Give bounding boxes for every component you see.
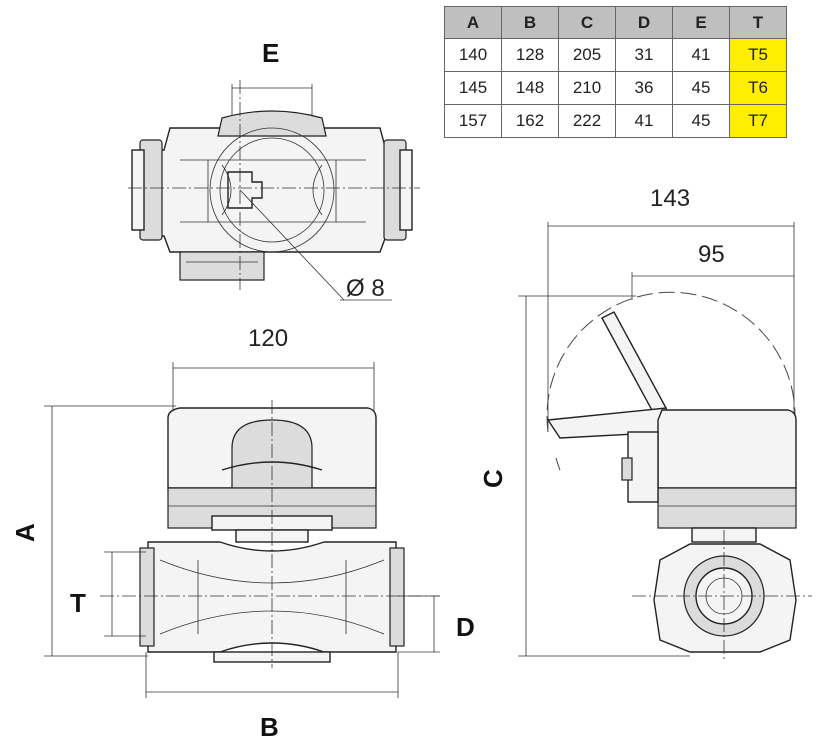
table-header-row: A B C D E T bbox=[444, 6, 787, 39]
label-d: D bbox=[456, 612, 475, 642]
table-cell: 41 bbox=[672, 38, 730, 72]
label-dim-120: 120 bbox=[248, 325, 288, 352]
side-view: 143 95 C bbox=[478, 185, 812, 662]
table-cell-size: T6 bbox=[729, 71, 787, 105]
table-cell-size: T5 bbox=[729, 38, 787, 72]
label-e: E bbox=[262, 38, 279, 68]
label-diameter-8: Ø 8 bbox=[346, 275, 385, 302]
table-cell: 128 bbox=[501, 38, 559, 72]
table-cell: 45 bbox=[672, 104, 730, 138]
front-view: 120 A T bbox=[10, 325, 475, 742]
table-row: 157 162 222 41 45 T7 bbox=[444, 104, 787, 138]
dimension-table: A B C D E T 140 128 205 31 41 T5 145 148… bbox=[444, 6, 787, 138]
table-cell: 157 bbox=[444, 104, 502, 138]
top-view: E Ø 8 bbox=[128, 38, 420, 302]
label-c: C bbox=[478, 469, 508, 488]
table-cell: 140 bbox=[444, 38, 502, 72]
col-header-t: T bbox=[729, 6, 787, 39]
label-dim-143: 143 bbox=[650, 185, 690, 212]
label-dim-95: 95 bbox=[698, 241, 725, 268]
table-cell: 148 bbox=[501, 71, 559, 105]
label-t: T bbox=[70, 588, 86, 618]
col-header-a: A bbox=[444, 6, 502, 39]
label-b: B bbox=[260, 712, 279, 742]
label-a: A bbox=[10, 523, 40, 542]
table-cell: 222 bbox=[558, 104, 616, 138]
table-cell: 145 bbox=[444, 71, 502, 105]
col-header-e: E bbox=[672, 6, 730, 39]
table-cell-size: T7 bbox=[729, 104, 787, 138]
table-cell: 162 bbox=[501, 104, 559, 138]
